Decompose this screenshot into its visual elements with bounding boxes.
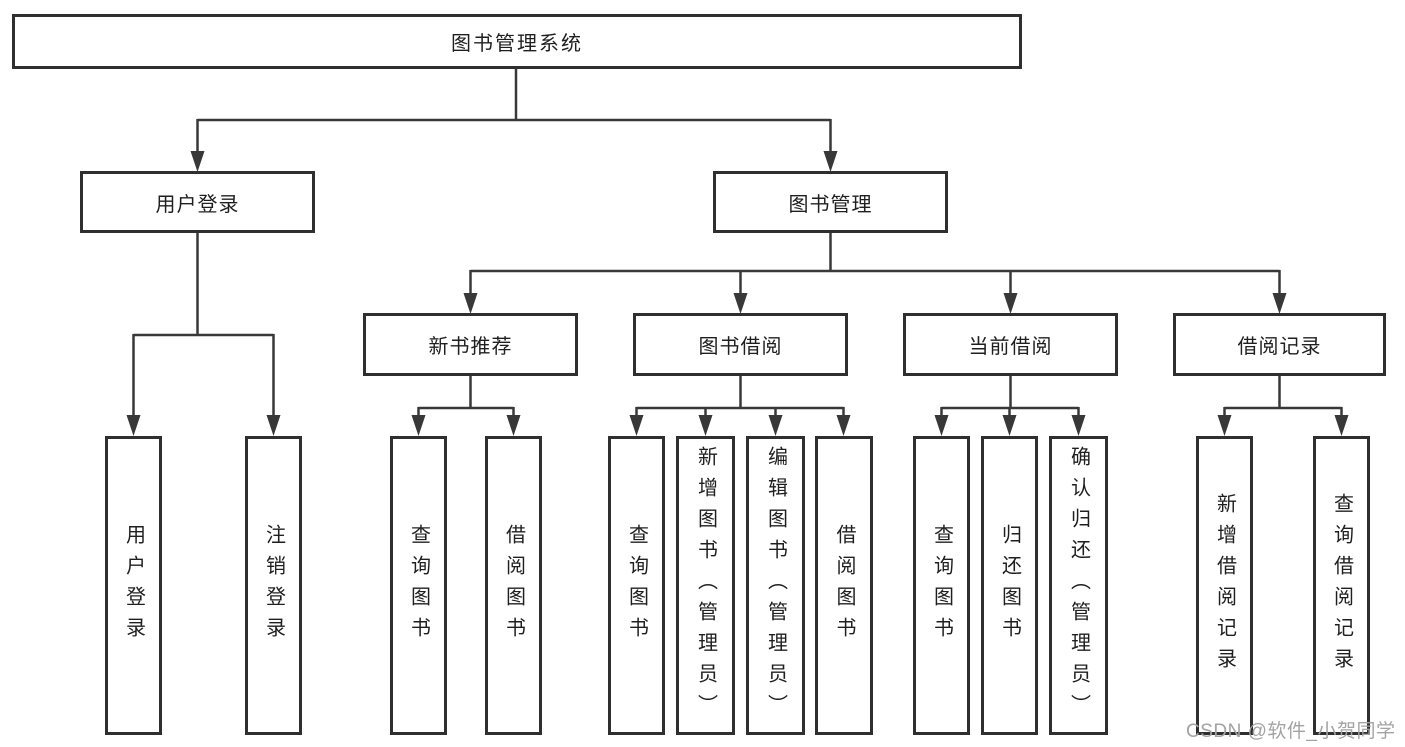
node-root: 图书管理系统	[12, 14, 1022, 69]
connector-records-to-children	[1217, 376, 1349, 436]
leaf-borrow-book: 借阅图书	[815, 436, 873, 735]
leaf-edit-book-admin: 编辑图书（管理员）	[746, 436, 805, 735]
leaf-edit-book-admin-label: 编辑图书（管理员）	[764, 446, 787, 725]
leaf-logout-label: 注销登录	[262, 523, 285, 648]
node-book-borrow: 图书借阅	[633, 313, 848, 376]
leaf-borrow-book-recommend: 借阅图书	[485, 436, 542, 735]
connector-login-to-children	[126, 233, 281, 436]
leaf-borrow-book-recommend-label: 借阅图书	[502, 523, 525, 648]
connector-borrow-to-children	[629, 376, 851, 436]
leaf-logout: 注销登录	[245, 436, 302, 735]
leaf-query-book-borrow-label: 查询图书	[625, 523, 648, 648]
leaf-query-book-current: 查询图书	[913, 436, 970, 735]
watermark: CSDN @软件_小贺同学	[1186, 721, 1396, 742]
leaf-add-borrow-record-label: 新增借阅记录	[1213, 492, 1236, 679]
node-new-book-recommend: 新书推荐	[363, 313, 578, 376]
leaf-borrow-book-label: 借阅图书	[833, 523, 855, 648]
leaf-query-borrow-record-label: 查询借阅记录	[1330, 492, 1353, 679]
leaf-query-book-current-label: 查询图书	[930, 523, 953, 648]
leaf-add-borrow-record: 新增借阅记录	[1196, 436, 1253, 735]
connector-management-to-groups	[463, 233, 1287, 314]
node-user-login-branch: 用户登录	[80, 171, 315, 233]
leaf-query-book-recommend-label: 查询图书	[407, 523, 430, 648]
connector-current-to-children	[934, 376, 1086, 436]
leaf-user-login-label: 用户登录	[122, 523, 145, 648]
leaf-confirm-return-admin-label: 确认归还（管理员）	[1067, 446, 1090, 725]
leaf-add-book-admin-label: 新增图书（管理员）	[694, 446, 717, 725]
leaf-user-login: 用户登录	[105, 436, 162, 735]
node-book-management: 图书管理	[713, 171, 948, 233]
node-borrow-records: 借阅记录	[1173, 313, 1386, 376]
node-current-borrow: 当前借阅	[903, 313, 1118, 376]
leaf-confirm-return-admin: 确认归还（管理员）	[1049, 436, 1108, 735]
connector-newbook-to-children	[411, 376, 521, 436]
leaf-query-book-borrow: 查询图书	[608, 436, 665, 735]
leaf-add-book-admin: 新增图书（管理员）	[676, 436, 735, 735]
leaf-return-book: 归还图书	[981, 436, 1038, 735]
leaf-return-book-label: 归还图书	[998, 523, 1021, 648]
leaf-query-book-recommend: 查询图书	[390, 436, 447, 735]
connector-root-to-level2	[190, 69, 838, 172]
leaf-query-borrow-record: 查询借阅记录	[1313, 436, 1370, 735]
